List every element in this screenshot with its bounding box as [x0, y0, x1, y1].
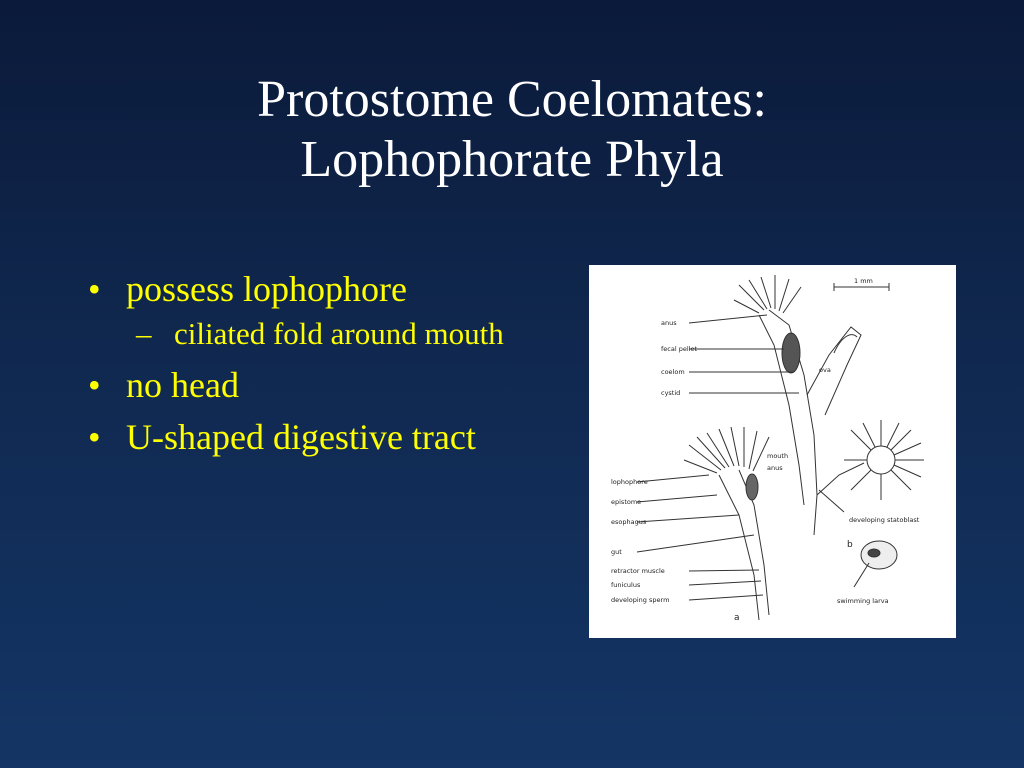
label-funiculus: funiculus [611, 581, 641, 589]
label-ova: ova [819, 366, 831, 374]
bullet-item: • possess lophophore – ciliated fold aro… [88, 268, 508, 352]
diagram-drawing: 1 mm anus fecal pellet coelom cystid ova… [611, 275, 924, 623]
label-anus: anus [767, 464, 783, 472]
label-esophagus: esophagus [611, 518, 647, 526]
label-gut: gut [611, 548, 622, 556]
bryozoan-diagram: 1 mm anus fecal pellet coelom cystid ova… [589, 265, 956, 638]
sub-bullet-dash: – [136, 316, 152, 351]
title-line-1: Protostome Coelomates: [257, 71, 767, 128]
sub-bullet-item: – ciliated fold around mouth [88, 316, 508, 352]
label-retractor-muscle: retractor muscle [611, 567, 665, 575]
panel-label-a: a [734, 613, 740, 623]
label-swimming-larva: swimming larva [837, 597, 889, 605]
bullet-item: • U-shaped digestive tract [88, 416, 508, 458]
sub-bullet-text: ciliated fold around mouth [174, 316, 504, 351]
bullet-item: • no head [88, 364, 508, 406]
label-developing-sperm: developing sperm [611, 596, 669, 604]
slide-title: Protostome Coelomates: Lophophorate Phyl… [0, 70, 1024, 190]
label-epistome: epistome [611, 498, 641, 506]
bullet-dot: • [88, 269, 101, 309]
label-fecal-pellet: fecal pellet [661, 345, 697, 353]
bullet-list: • possess lophophore – ciliated fold aro… [88, 268, 508, 468]
scale-label: 1 mm [854, 277, 873, 285]
bullet-dot: • [88, 417, 101, 457]
label-cystid: cystid [661, 389, 680, 397]
panel-label-b: b [847, 540, 853, 550]
title-line-2: Lophophorate Phyla [300, 131, 724, 188]
bullet-dot: • [88, 365, 101, 405]
label-lophophore: lophophore [611, 478, 648, 486]
statoblast-crown [844, 420, 924, 500]
bullet-text: possess lophophore [126, 269, 407, 309]
label-mouth: mouth [767, 452, 788, 460]
bullet-text: no head [126, 365, 239, 405]
label-developing-statoblast: developing statoblast [849, 516, 920, 524]
label-coelom: coelom [661, 368, 685, 376]
bullet-text: U-shaped digestive tract [126, 417, 476, 457]
label-anus-top: anus [661, 319, 677, 327]
